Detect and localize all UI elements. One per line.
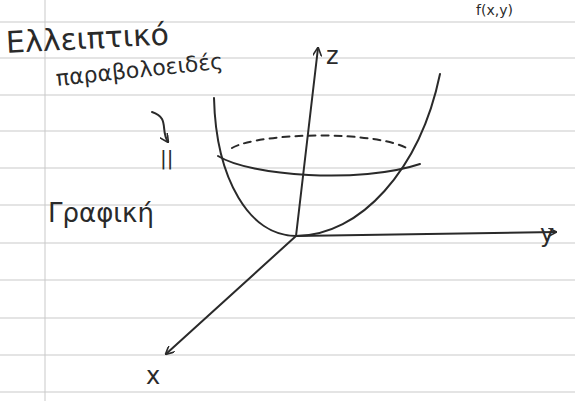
axis-label: z	[326, 44, 339, 68]
note-title: Ελλειπτικό	[5, 19, 169, 57]
axis-label: x	[146, 364, 160, 388]
note-text: Γραφική	[48, 200, 154, 226]
note-title: παραβολοειδές	[55, 51, 224, 90]
parabola-profile	[214, 74, 440, 236]
function-label: f(x,y)	[476, 3, 513, 17]
pointer-arrow	[152, 112, 168, 142]
y-axis	[296, 232, 556, 236]
ellipse-back	[232, 136, 410, 151]
axis-label: y	[540, 222, 554, 246]
z-axis	[296, 48, 318, 236]
equals-sign: ||	[160, 148, 173, 168]
paraboloid	[152, 74, 440, 236]
axes	[166, 48, 556, 354]
x-axis	[166, 236, 296, 354]
ellipse-front	[218, 156, 420, 176]
